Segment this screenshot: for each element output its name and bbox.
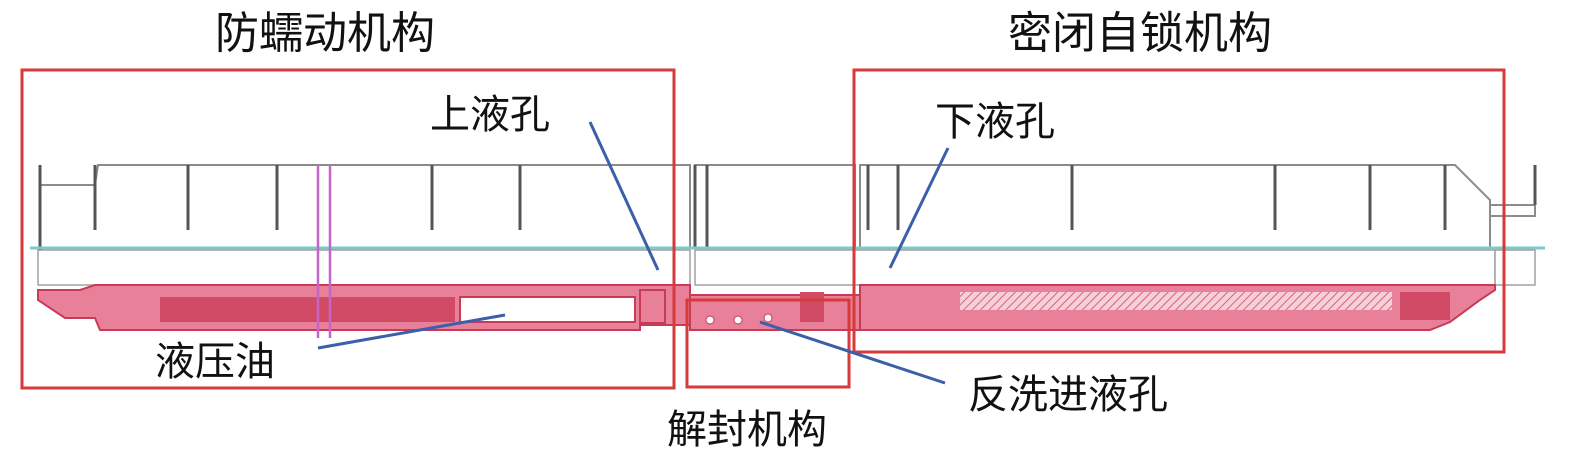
leader-lines: [317, 121, 950, 385]
anti-creep-frame: [20, 68, 676, 390]
release-mechanism-label: 解封机构: [667, 407, 827, 453]
upper-fluid-hole-label: 上液孔: [430, 92, 550, 138]
leader-lower-fluid-hole: [888, 147, 950, 269]
anti-creep-mechanism-label: 防蠕动机构: [215, 8, 435, 59]
upper-body-outline: [39, 164, 1536, 249]
sealed-self-lock-frame: [852, 68, 1506, 354]
leader-upper-fluid-hole: [588, 121, 660, 271]
hydraulic-oil-label: 液压油: [155, 339, 275, 385]
release-frame: [685, 298, 851, 389]
oil-chamber-marker: [316, 165, 332, 338]
sealed-self-lock-mechanism-label: 密闭自锁机构: [1008, 8, 1272, 59]
lower-fluid-hole-label: 下液孔: [935, 99, 1055, 145]
lower-body: [37, 284, 1496, 331]
section-dividers: [38, 165, 1537, 250]
leader-hydraulic-oil: [317, 313, 506, 350]
leader-backwash-inlet: [759, 320, 946, 385]
inner-bore: [37, 249, 1536, 286]
backwash-inlet-hole-label: 反洗进液孔: [968, 372, 1168, 418]
